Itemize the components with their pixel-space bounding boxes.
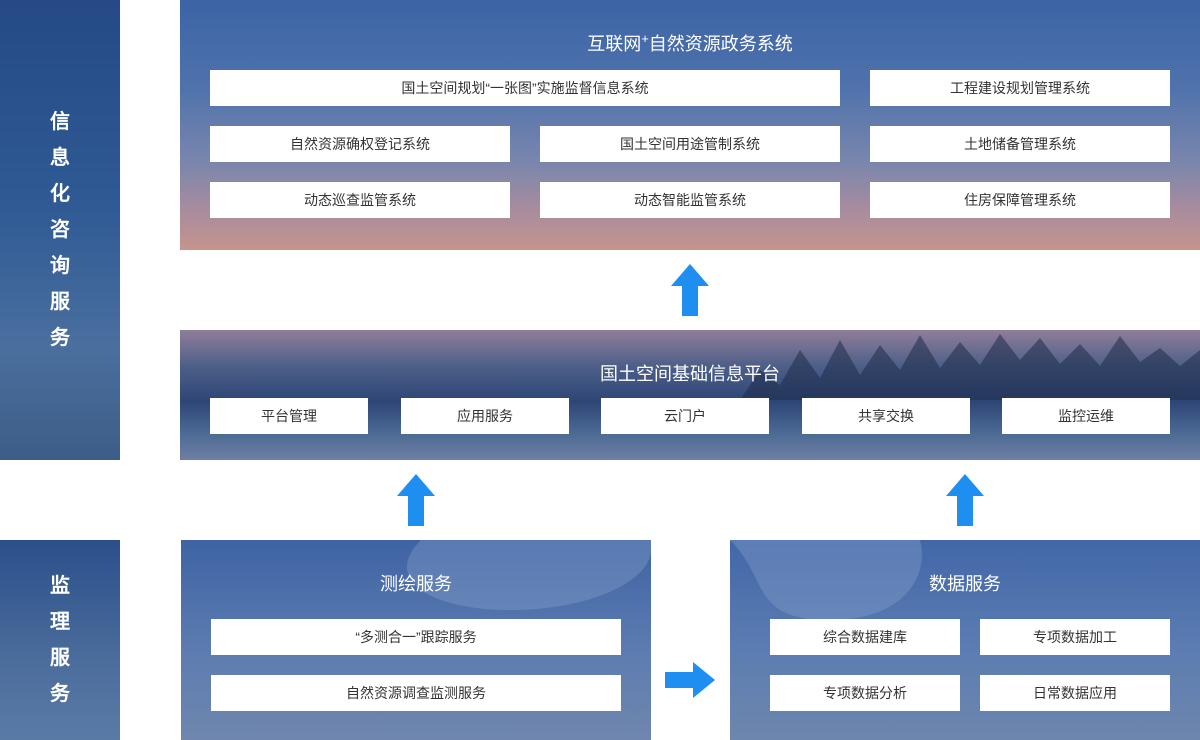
platform-title: 国土空间基础信息平台	[600, 364, 780, 384]
platform-box-monitoring-ops[interactable]: 监控运维	[1002, 398, 1170, 434]
side-label-informatization-consulting: 信 息 化 咨 询 服 务	[0, 0, 120, 460]
system-box-smart-supervision[interactable]: 动态智能监管系统	[540, 182, 840, 218]
platform-box-app-service[interactable]: 应用服务	[401, 398, 569, 434]
arrow-up-icon	[397, 474, 435, 526]
side-label-char: 监	[50, 575, 70, 597]
survey-box-multi-survey-tracking[interactable]: “多测合一”跟踪服务	[211, 619, 621, 655]
side-label-char: 息	[50, 147, 70, 169]
side-label-char: 理	[50, 611, 70, 633]
system-box-planning-map[interactable]: 国土空间规划“一张图”实施监督信息系统	[210, 70, 840, 106]
system-box-housing-security[interactable]: 住房保障管理系统	[870, 182, 1170, 218]
data-box-special-analysis[interactable]: 专项数据分析	[770, 675, 960, 711]
side-label-char: 服	[50, 647, 70, 669]
arrow-up-icon	[946, 474, 984, 526]
system-box-land-reserve[interactable]: 土地储备管理系统	[870, 126, 1170, 162]
side-label-char: 化	[50, 183, 70, 205]
data-service-panel: 数据服务 综合数据建库 专项数据加工 专项数据分析 日常数据应用	[730, 540, 1200, 740]
platform-box-sharing-exchange[interactable]: 共享交换	[802, 398, 970, 434]
system-box-construction-planning[interactable]: 工程建设规划管理系统	[870, 70, 1170, 106]
side-label-char: 务	[50, 683, 70, 705]
pool-decoration	[406, 540, 651, 610]
survey-box-resource-investigation[interactable]: 自然资源调查监测服务	[211, 675, 621, 711]
surveying-service-panel: 测绘服务 “多测合一”跟踪服务 自然资源调查监测服务	[181, 540, 651, 740]
data-box-special-processing[interactable]: 专项数据加工	[980, 619, 1170, 655]
arrow-right-icon	[665, 662, 715, 698]
title-suffix: 自然资源政务系统	[648, 34, 793, 54]
system-box-use-control[interactable]: 国土空间用途管制系统	[540, 126, 840, 162]
side-label-char: 务	[50, 327, 70, 349]
title-plus-sup: +	[641, 31, 649, 46]
data-box-comprehensive-db[interactable]: 综合数据建库	[770, 619, 960, 655]
side-label-char: 信	[50, 111, 70, 133]
platform-box-cloud-portal[interactable]: 云门户	[601, 398, 769, 434]
side-label-supervision-service: 监 理 服 务	[0, 540, 120, 740]
data-service-title: 数据服务	[929, 574, 1001, 594]
arrow-up-icon	[671, 264, 709, 316]
basic-info-platform-panel: 国土空间基础信息平台 平台管理 应用服务 云门户 共享交换 监控运维	[180, 330, 1200, 460]
treeline-decoration	[740, 334, 1200, 400]
gov-systems-panel: 互联网+自然资源政务系统 国土空间规划“一张图”实施监督信息系统 工程建设规划管…	[180, 0, 1200, 250]
platform-box-management[interactable]: 平台管理	[210, 398, 368, 434]
data-box-daily-application[interactable]: 日常数据应用	[980, 675, 1170, 711]
gov-systems-title: 互联网+自然资源政务系统	[180, 30, 1200, 56]
surveying-title: 测绘服务	[380, 574, 452, 594]
system-box-dynamic-patrol[interactable]: 动态巡查监管系统	[210, 182, 510, 218]
system-box-rights-registration[interactable]: 自然资源确权登记系统	[210, 126, 510, 162]
pool-decoration	[730, 540, 922, 620]
side-label-char: 服	[50, 291, 70, 313]
side-label-char: 询	[50, 255, 70, 277]
side-label-char: 咨	[50, 219, 70, 241]
title-prefix: 互联网	[587, 34, 642, 54]
